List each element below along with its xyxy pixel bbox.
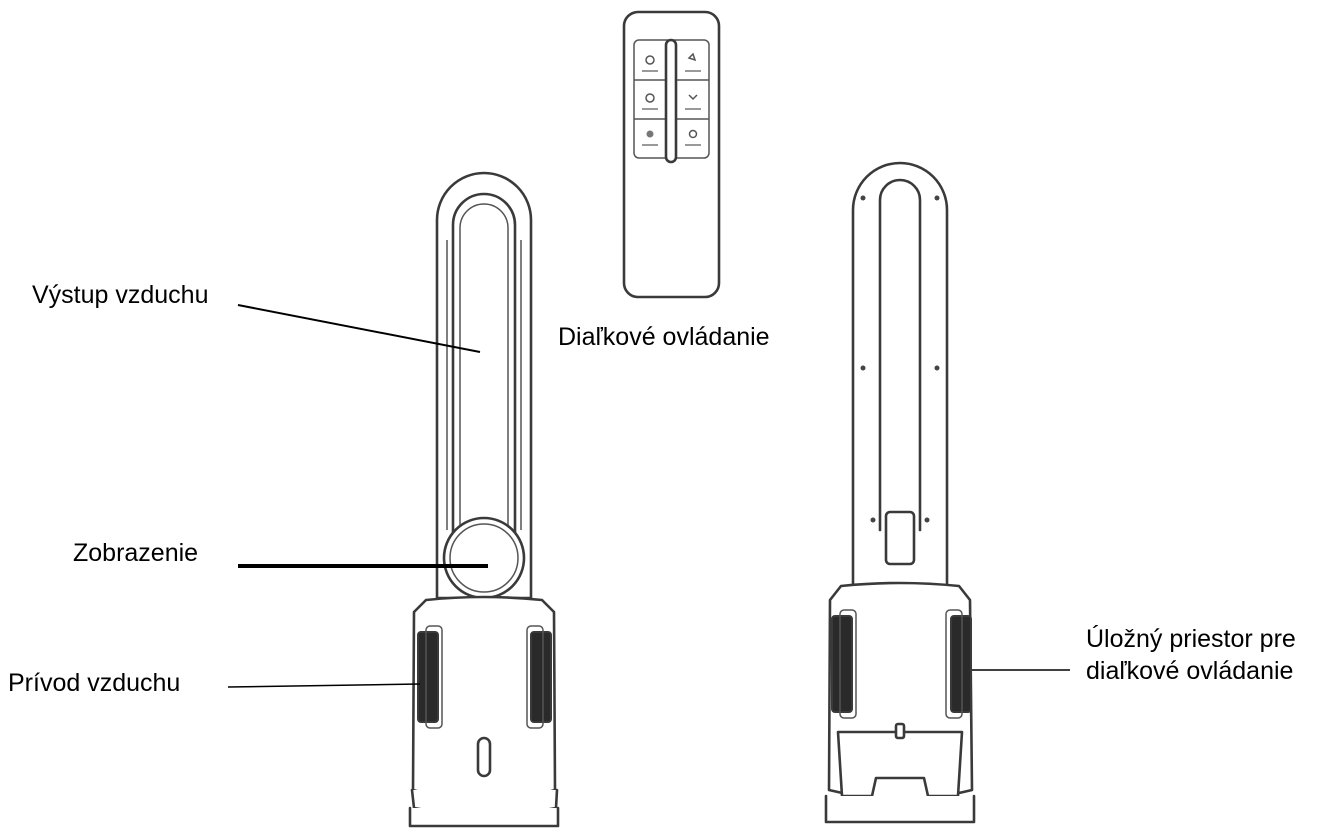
remote-center-bar [664, 38, 678, 164]
remote-control [622, 10, 721, 299]
fan-back-loop-outer [851, 161, 949, 590]
power-icon [645, 55, 655, 65]
fan-display-ring [442, 516, 526, 600]
fan-loop-inner [451, 192, 517, 547]
timer-icon [645, 93, 655, 103]
speed-icon [687, 52, 697, 62]
label-storage-line1: Úložný priestor pre [1086, 625, 1296, 653]
fan-back-loop-inner [878, 178, 922, 532]
label-display: Zobrazenie [73, 539, 199, 567]
callout-line-air-outlet [237, 304, 481, 353]
fan-back-view [824, 161, 976, 824]
air-inlet-grille-right [530, 631, 552, 723]
swing-icon [688, 94, 698, 101]
tank-handle [870, 776, 930, 798]
mode-icon [646, 130, 654, 138]
label-air-outlet: Výstup vzduchu [32, 281, 209, 309]
back-grille-right [950, 615, 972, 713]
remote-holder-slot [884, 510, 916, 566]
label-storage-line2: diaľkové ovládanie [1086, 657, 1294, 685]
back-grille-left [831, 615, 853, 713]
label-air-inlet: Prívod vzduchu [8, 669, 181, 697]
light-icon [688, 129, 698, 139]
fan-front-view [408, 171, 560, 828]
callout-line-air-inlet [227, 683, 421, 688]
water-level-window [476, 736, 492, 778]
label-remote: Diaľkové ovládanie [558, 323, 770, 351]
air-inlet-grille-left [417, 631, 439, 723]
